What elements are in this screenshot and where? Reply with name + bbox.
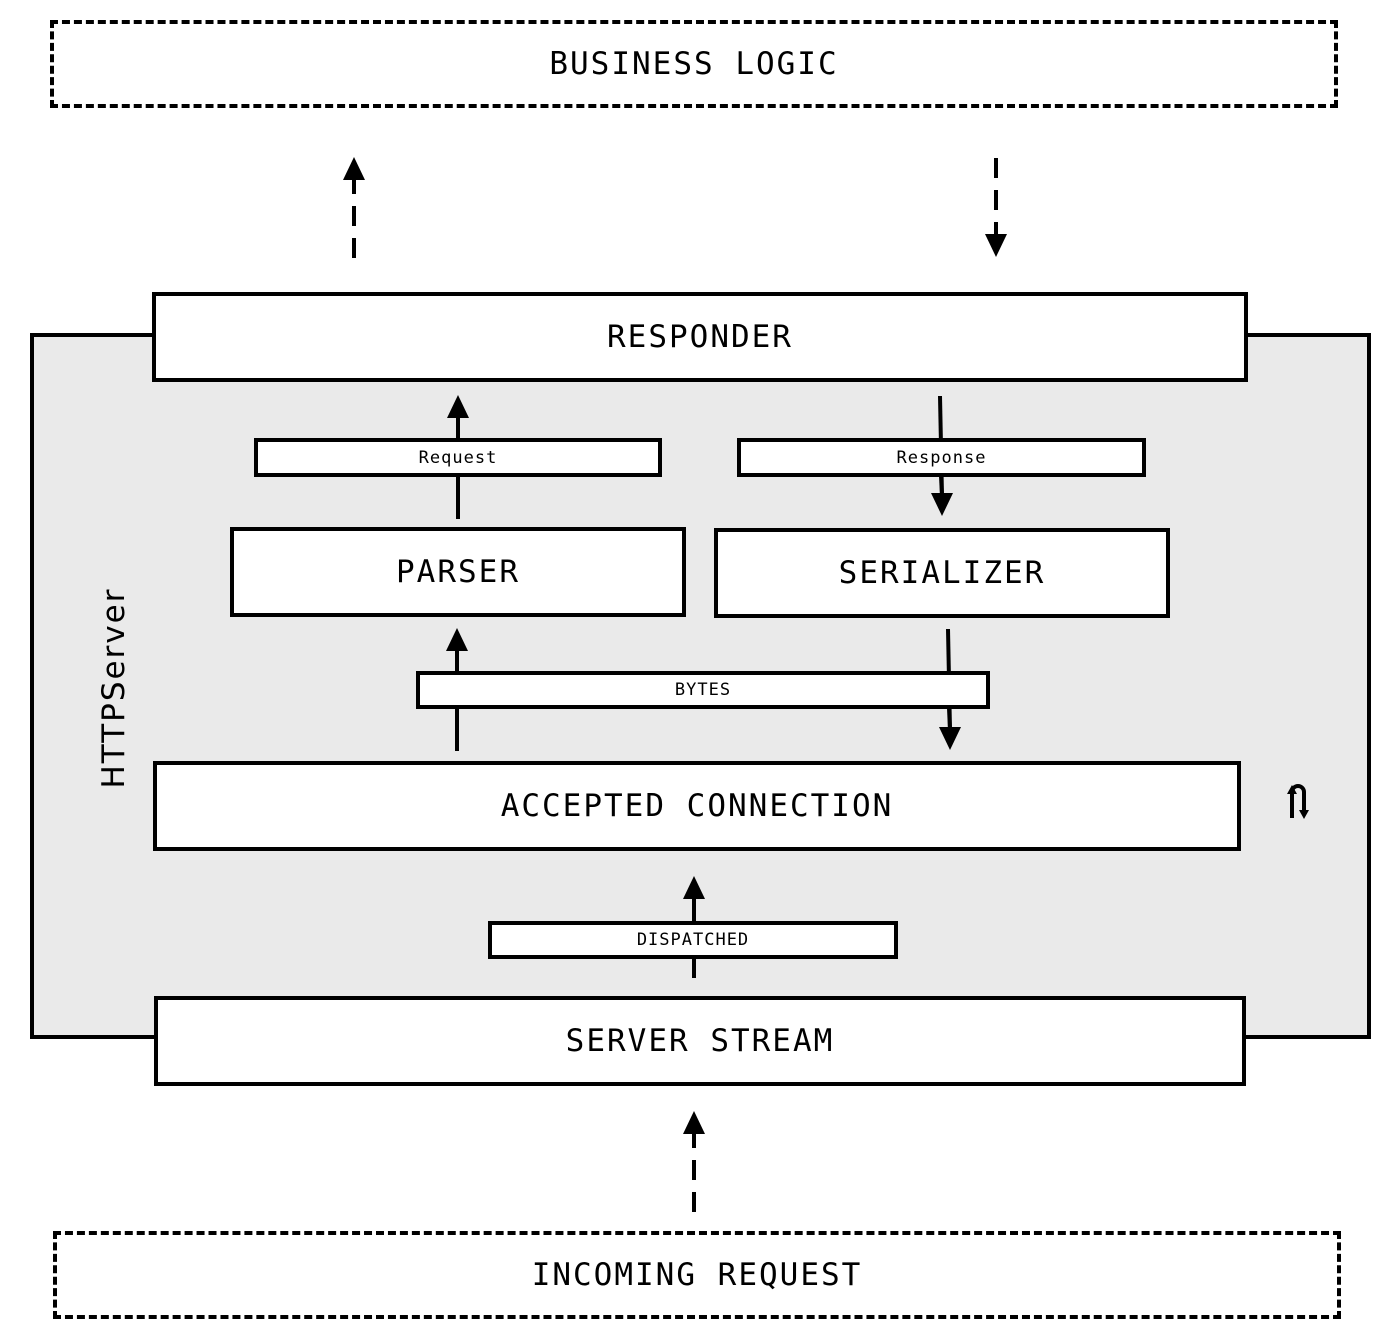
serializer-box: SERIALIZER: [714, 528, 1170, 618]
responder-box: RESPONDER: [152, 292, 1248, 382]
server-stream-label: SERVER STREAM: [565, 1023, 835, 1059]
bytes-label-box: BYTES: [416, 671, 990, 709]
request-label-box: Request: [254, 438, 662, 477]
serializer-label: SERIALIZER: [838, 555, 1046, 591]
http-server-label: HTTPServer: [96, 587, 132, 789]
bytes-label: BYTES: [674, 680, 732, 700]
accepted-connection-box: ACCEPTED CONNECTION: [153, 761, 1241, 851]
incoming-request-label: INCOMING REQUEST: [531, 1257, 863, 1293]
request-label: Request: [418, 447, 498, 468]
arrowhead-up: [683, 1111, 705, 1134]
business-logic-box: BUSINESS LOGIC: [50, 20, 1338, 108]
incoming-request-box: INCOMING REQUEST: [53, 1231, 1341, 1319]
business-logic-label: BUSINESS LOGIC: [549, 46, 839, 82]
response-label: Response: [896, 447, 987, 468]
dispatched-label-box: DISPATCHED: [488, 921, 898, 959]
arrowhead-down: [985, 234, 1007, 257]
cycle-arrows-icon: [1287, 784, 1309, 819]
server-stream-box: SERVER STREAM: [154, 996, 1246, 1086]
parser-box: PARSER: [230, 527, 686, 617]
arrowhead-up: [343, 157, 365, 180]
response-label-box: Response: [737, 438, 1146, 477]
accepted-connection-label: ACCEPTED CONNECTION: [500, 788, 894, 824]
parser-label: PARSER: [396, 554, 520, 590]
dispatched-label: DISPATCHED: [636, 930, 750, 950]
responder-label: RESPONDER: [607, 319, 793, 355]
